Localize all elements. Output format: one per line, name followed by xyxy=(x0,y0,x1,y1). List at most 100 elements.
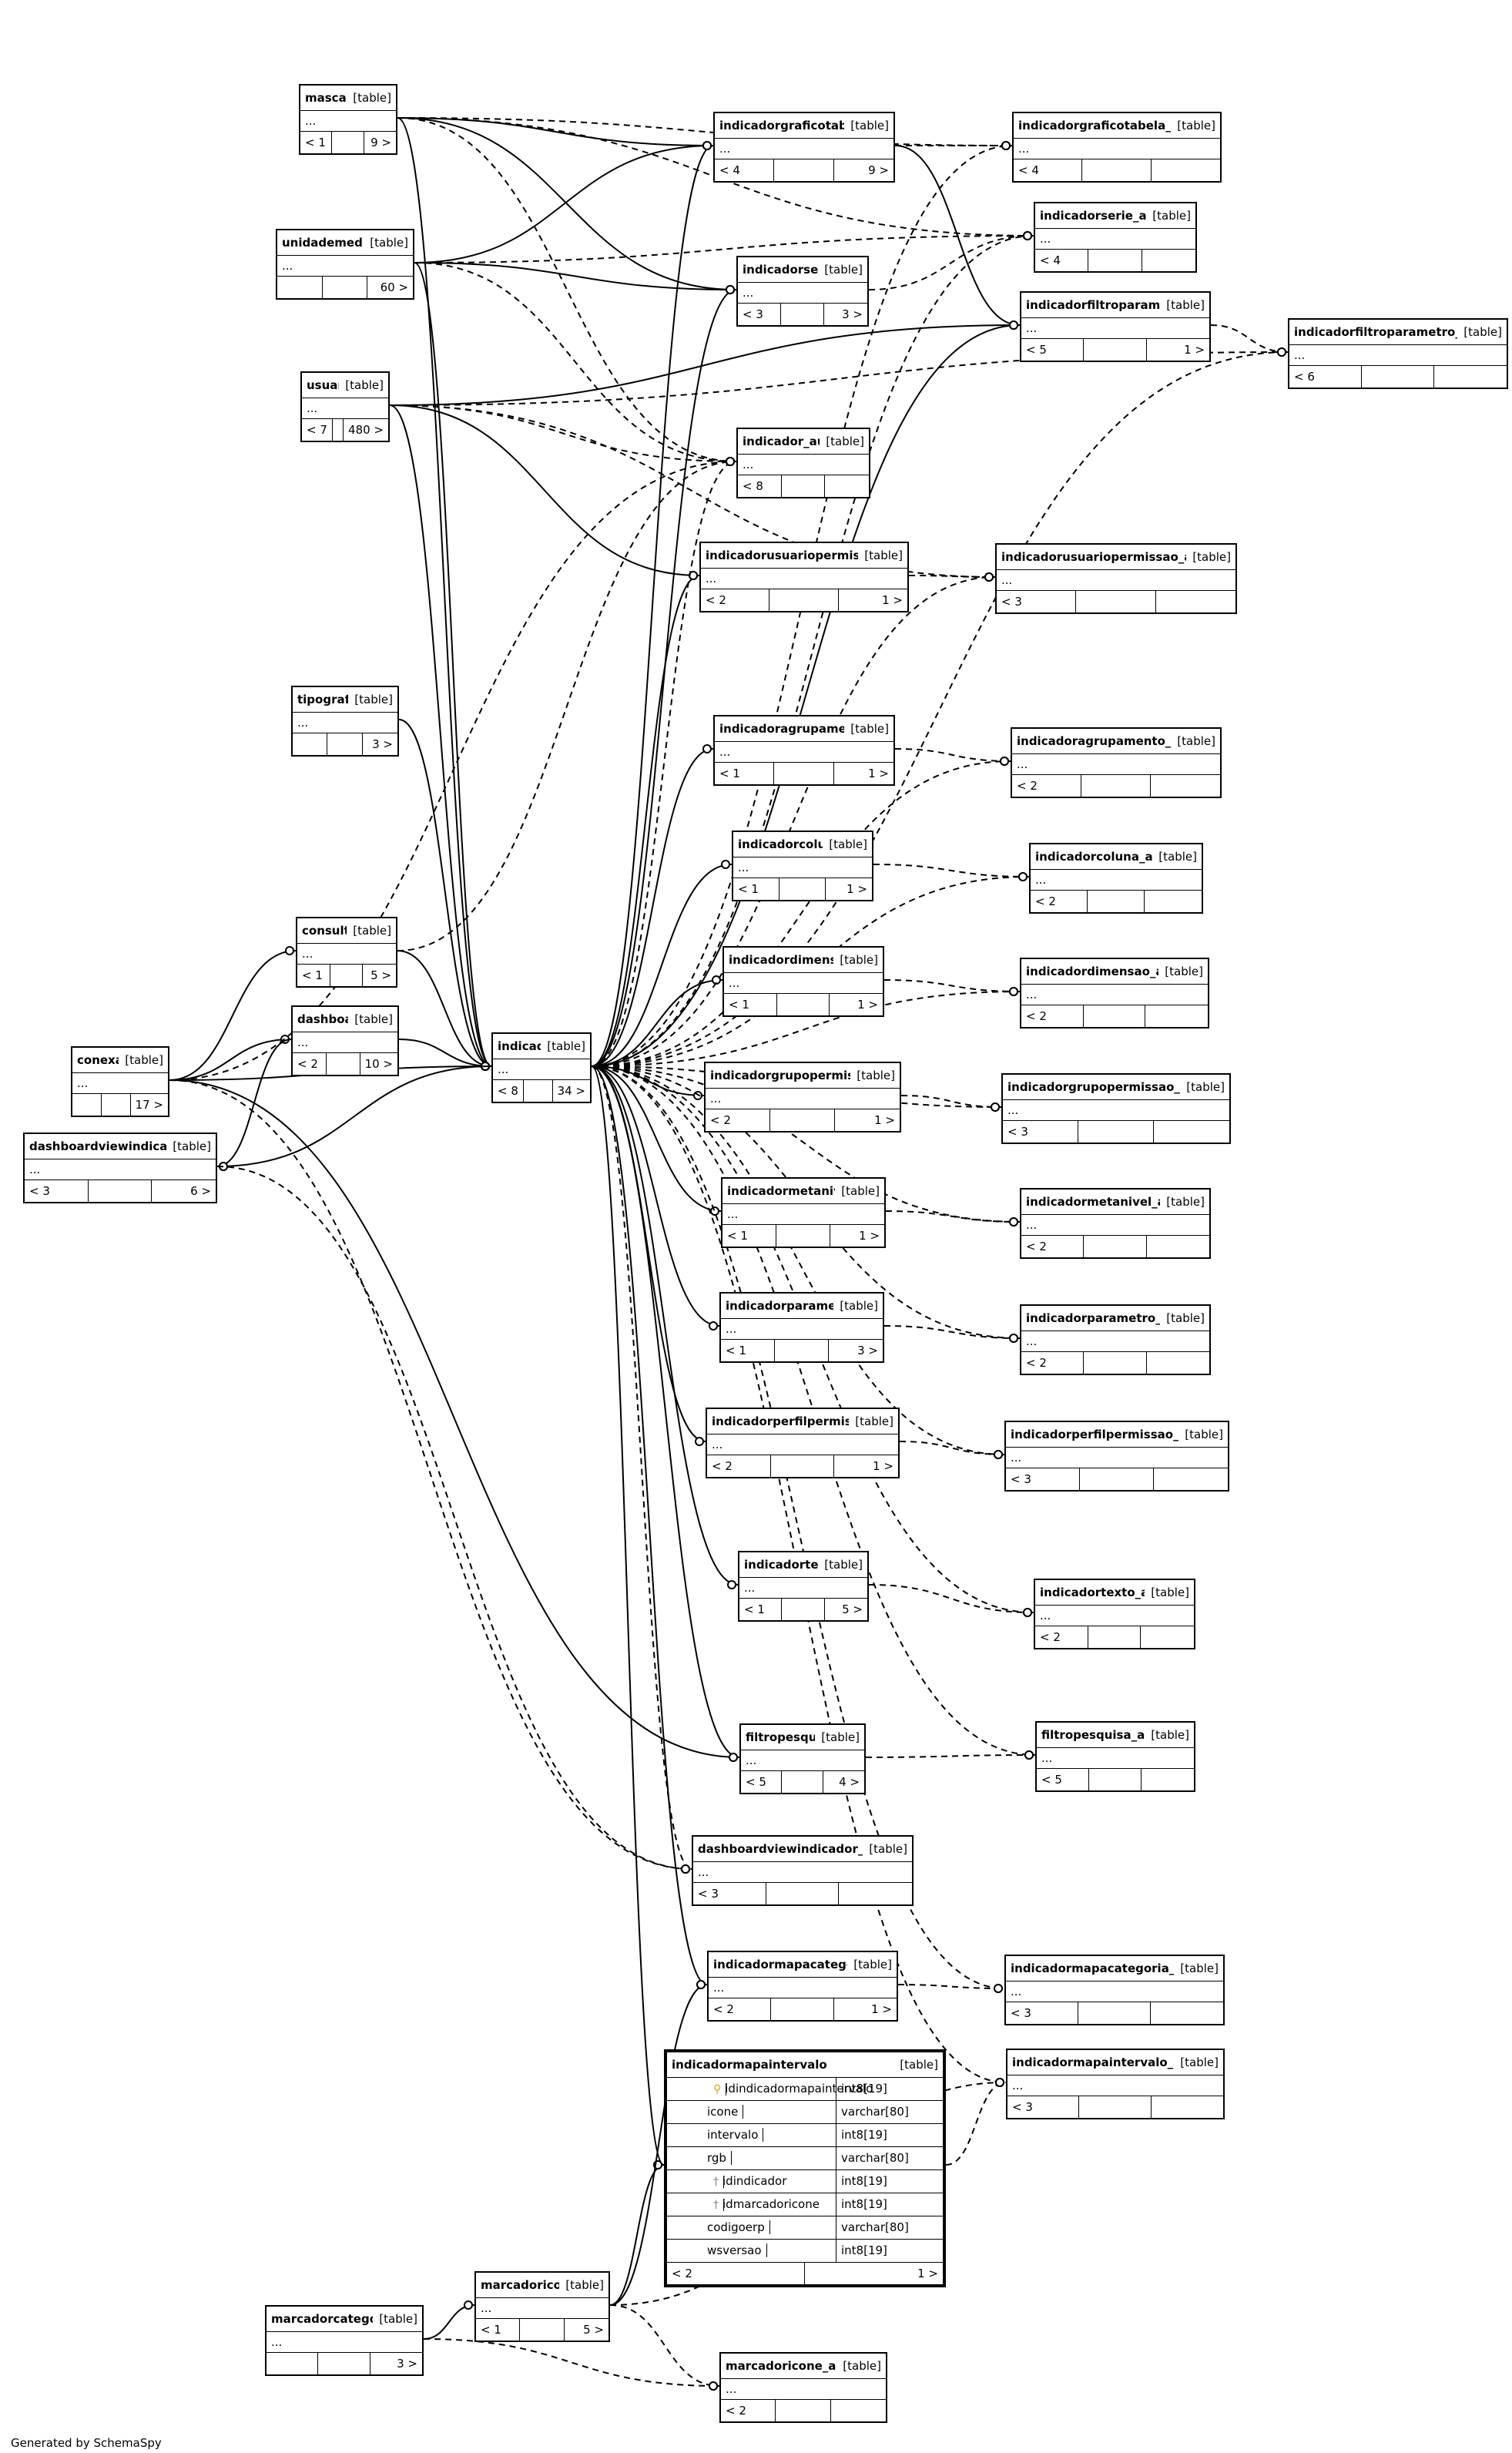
table-indicadorgraficotabela[interactable]: indicadorgraficotabela[table]...< 49 > xyxy=(713,112,895,183)
parent-count[interactable]: < 5 xyxy=(741,1771,783,1793)
child-count[interactable] xyxy=(1145,1005,1208,1027)
child-count[interactable]: 1 > xyxy=(917,2267,938,2280)
table-indicadormetanivel-aud[interactable]: indicadormetanivel_aud[table]...< 2 xyxy=(1020,1188,1211,1259)
table-indicadortexto[interactable]: indicadortexto[table]...< 15 > xyxy=(738,1551,869,1622)
table-indicadorserie-aud[interactable]: indicadorserie_aud[table]...< 4 xyxy=(1034,202,1197,273)
child-count[interactable]: 1 > xyxy=(882,593,903,607)
table-indicador-aud[interactable]: indicador_aud[table]...< 8 xyxy=(736,428,870,498)
parent-count[interactable]: < 1 xyxy=(300,132,333,153)
parent-count[interactable]: < 3 xyxy=(1006,2002,1078,2024)
child-count[interactable]: 3 > xyxy=(842,307,863,321)
parent-count[interactable]: < 3 xyxy=(1003,1121,1078,1143)
table-indicadorserie[interactable]: indicadorserie[table]...< 33 > xyxy=(736,256,869,327)
parent-count[interactable]: < 3 xyxy=(738,304,781,325)
parent-count[interactable] xyxy=(267,2353,319,2374)
parent-count[interactable]: < 3 xyxy=(25,1180,89,1202)
parent-count[interactable]: < 2 xyxy=(667,2263,805,2284)
focus-table[interactable]: indicadormapaintervalo [table] ⚲idindica… xyxy=(664,2049,946,2287)
child-count[interactable]: 9 > xyxy=(370,136,391,149)
child-count[interactable] xyxy=(1141,1626,1194,1648)
child-count[interactable] xyxy=(839,1883,912,1904)
table-indicadorparametro-aud[interactable]: indicadorparametro_aud[table]...< 2 xyxy=(1020,1304,1211,1375)
child-count[interactable] xyxy=(1151,2002,1223,2024)
table-indicadorfiltroparametro[interactable]: indicadorfiltroparametro[table]...< 51 > xyxy=(1020,291,1211,362)
table-unidademedida[interactable]: unidademedida[table]...60 > xyxy=(276,229,414,300)
child-count[interactable] xyxy=(1145,891,1202,912)
parent-count[interactable]: < 7 xyxy=(302,419,333,441)
table-tipografico[interactable]: tipografico[table]...3 > xyxy=(291,686,399,757)
parent-count[interactable]: < 3 xyxy=(997,591,1077,612)
child-count[interactable] xyxy=(831,2400,886,2421)
table-indicadoragrupamento-aud[interactable]: indicadoragrupamento_aud[table]...< 2 xyxy=(1011,727,1222,798)
child-count[interactable]: 5 > xyxy=(842,1602,863,1616)
table-dashboardviewindicador-aud[interactable]: dashboardviewindicador_aud[table]...< 3 xyxy=(692,1835,914,1906)
child-count[interactable]: 34 > xyxy=(557,1084,585,1098)
child-count[interactable]: 1 > xyxy=(1184,343,1205,357)
parent-count[interactable]: < 1 xyxy=(715,763,775,784)
parent-count[interactable]: < 2 xyxy=(706,1109,770,1131)
child-count[interactable]: 9 > xyxy=(868,163,889,177)
table-indicadorusuariopermissao-aud[interactable]: indicadorusuariopermissao_aud[table]...<… xyxy=(995,543,1237,614)
table-indicadormapacategoria[interactable]: indicadormapacategoria[table]...< 21 > xyxy=(707,1951,898,2022)
child-count[interactable]: 1 > xyxy=(873,1459,893,1473)
parent-count[interactable]: < 6 xyxy=(1289,366,1362,388)
parent-count[interactable]: < 1 xyxy=(297,965,330,986)
parent-count[interactable]: < 2 xyxy=(721,2400,776,2421)
parent-count[interactable]: < 1 xyxy=(724,994,777,1015)
table-indicadordimensao[interactable]: indicadordimensao[table]...< 11 > xyxy=(722,946,884,1017)
parent-count[interactable]: < 4 xyxy=(1035,250,1089,271)
parent-count[interactable]: < 3 xyxy=(1006,1468,1080,1490)
parent-count[interactable]: < 4 xyxy=(1014,159,1083,181)
parent-count[interactable]: < 2 xyxy=(707,1455,771,1477)
table-indicadorcoluna[interactable]: indicadorcoluna[table]...< 11 > xyxy=(732,831,873,901)
child-count[interactable]: 3 > xyxy=(397,2357,417,2371)
table-indicadorgraficotabela-aud[interactable]: indicadorgraficotabela_aud[table]...< 4 xyxy=(1012,112,1222,183)
parent-count[interactable]: < 3 xyxy=(693,1883,766,1904)
child-count[interactable] xyxy=(1142,250,1195,271)
parent-count[interactable]: < 2 xyxy=(1012,775,1081,797)
parent-count[interactable]: < 2 xyxy=(1021,1236,1085,1257)
table-indicadorcoluna-aud[interactable]: indicadorcoluna_aud[table]...< 2 xyxy=(1029,843,1203,914)
parent-count[interactable]: < 5 xyxy=(1021,339,1085,361)
table-marcadorcategoria[interactable]: marcadorcategoria[table]...3 > xyxy=(265,2305,424,2376)
table-marcadoricone-aud[interactable]: marcadoricone_aud[table]...< 2 xyxy=(719,2352,887,2423)
table-dashboard[interactable]: dashboard[table]...< 210 > xyxy=(291,1005,399,1076)
child-count[interactable]: 1 > xyxy=(847,882,867,896)
child-count[interactable] xyxy=(1154,1468,1228,1490)
child-count[interactable]: 3 > xyxy=(857,1344,878,1357)
parent-count[interactable]: < 2 xyxy=(1031,891,1088,912)
child-count[interactable] xyxy=(1434,366,1507,388)
child-count[interactable]: 10 > xyxy=(364,1057,393,1071)
child-count[interactable]: 5 > xyxy=(583,2323,604,2337)
child-count[interactable]: 6 > xyxy=(190,1184,211,1198)
child-count[interactable] xyxy=(1152,2096,1223,2118)
table-mascara[interactable]: mascara[table]...< 19 > xyxy=(299,84,397,155)
table-marcadoricone[interactable]: marcadoricone[table]...< 15 > xyxy=(474,2271,610,2342)
child-count[interactable]: 4 > xyxy=(839,1775,860,1789)
parent-count[interactable]: < 2 xyxy=(709,1998,772,2020)
table-indicadormapaintervalo-aud[interactable]: indicadormapaintervalo_aud[table]...< 3 xyxy=(1006,2049,1225,2119)
parent-count[interactable]: < 1 xyxy=(739,1599,783,1620)
parent-count[interactable]: < 1 xyxy=(721,1340,775,1361)
table-indicadorperfilpermissao-aud[interactable]: indicadorperfilpermissao_aud[table]...< … xyxy=(1004,1421,1229,1492)
table-filtropesquisa[interactable]: filtropesquisa[table]...< 54 > xyxy=(739,1723,866,1794)
child-count[interactable]: 1 > xyxy=(874,1113,895,1127)
parent-count[interactable]: < 5 xyxy=(1037,1769,1089,1790)
child-count[interactable]: 480 > xyxy=(348,423,384,437)
parent-count[interactable]: < 2 xyxy=(701,589,770,611)
child-count[interactable] xyxy=(1151,775,1220,797)
child-count[interactable] xyxy=(825,475,869,497)
child-count[interactable]: 60 > xyxy=(380,280,408,294)
table-conexao[interactable]: conexao[table]...17 > xyxy=(71,1046,169,1117)
table-indicadorgrupopermissao[interactable]: indicadorgrupopermissao[table]...< 21 > xyxy=(704,1062,901,1133)
table-consulta[interactable]: consulta[table]...< 15 > xyxy=(296,917,397,988)
parent-count[interactable]: < 3 xyxy=(1007,2096,1080,2118)
table-dashboardviewindicador[interactable]: dashboardviewindicador[table]...< 36 > xyxy=(23,1133,217,1203)
table-filtropesquisa-aud[interactable]: filtropesquisa_aud[table]...< 5 xyxy=(1035,1721,1195,1792)
parent-count[interactable] xyxy=(293,733,328,755)
child-count[interactable] xyxy=(1147,1236,1209,1257)
table-indicadorparametro[interactable]: indicadorparametro[table]...< 13 > xyxy=(719,1292,884,1363)
child-count[interactable] xyxy=(1142,1769,1194,1790)
parent-count[interactable]: < 1 xyxy=(733,878,779,900)
parent-count[interactable]: < 2 xyxy=(1035,1626,1088,1648)
